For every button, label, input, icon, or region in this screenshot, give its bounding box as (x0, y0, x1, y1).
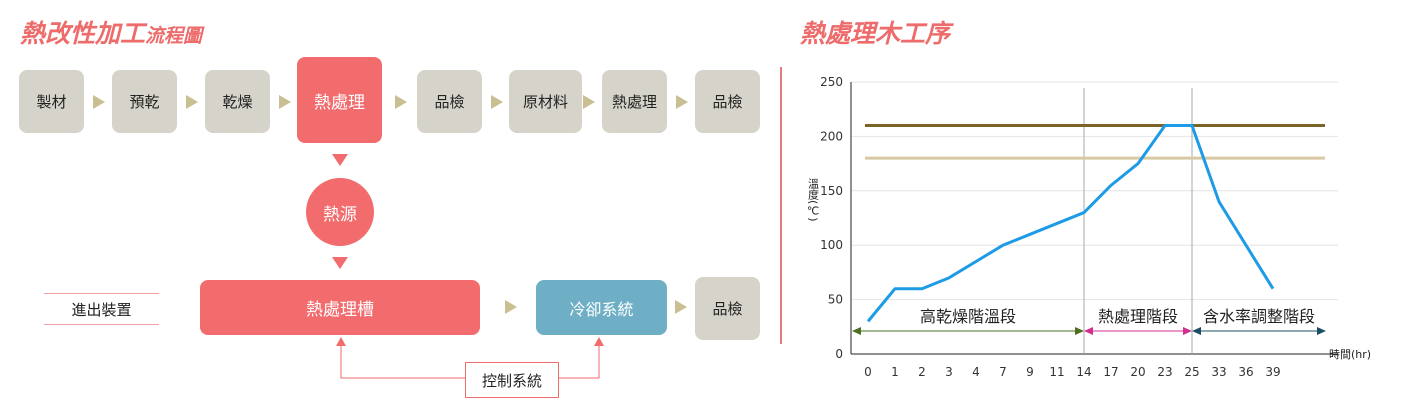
x-tick-label: 17 (1103, 365, 1118, 379)
step-inspection-2: 品檢 (695, 70, 760, 133)
x-tick-label: 3 (945, 365, 953, 379)
y-tick-label: 200 (820, 129, 843, 143)
x-tick-label: 2 (918, 365, 926, 379)
step-predrying: 預乾 (112, 70, 177, 133)
heat-source: 熱源 (306, 178, 374, 246)
final-inspection: 品檢 (695, 277, 760, 340)
control-connector-lines (336, 337, 604, 379)
phase-arrow-head-left (1084, 327, 1093, 335)
x-tick-label: 33 (1211, 365, 1226, 379)
x-tick-label: 36 (1238, 365, 1253, 379)
phase-label: 高乾燥階溫段 (920, 307, 1016, 326)
x-tick-label: 14 (1076, 365, 1091, 379)
phase-arrow-head-right (1317, 327, 1326, 335)
process-title: 熱處理木工序 (800, 19, 951, 48)
arrow-right-icon (583, 95, 595, 109)
arrow-right-icon (505, 300, 517, 314)
phase-label: 含水率調整階段 (1203, 307, 1315, 326)
y-tick-label: 100 (820, 238, 843, 252)
arrow-right-icon (93, 95, 105, 109)
arrow-right-icon (395, 95, 407, 109)
arrow-right-icon (675, 300, 687, 314)
step-raw-material: 原材料 (509, 70, 582, 133)
flow-title-main: 熱改性加工 (20, 19, 146, 48)
arrow-down-icon (332, 154, 348, 166)
arrow-right-icon (186, 95, 198, 109)
y-axis-label: 溫度(℃) (807, 177, 820, 222)
arrow-right-icon (676, 95, 688, 109)
step-sawing: 製材 (19, 70, 84, 133)
y-tick-label: 150 (820, 184, 843, 198)
feed-device-label: 進出裝置 (44, 293, 159, 325)
phase-arrow-head-left (852, 327, 861, 335)
control-system: 控制系統 (465, 362, 559, 398)
arrow-right-icon (491, 95, 503, 109)
phase-arrow-head-right (1183, 327, 1192, 335)
arrow-right-icon (279, 95, 291, 109)
x-tick-label: 7 (999, 365, 1007, 379)
treatment-tank: 熱處理槽 (200, 280, 480, 335)
x-axis-label: 時間(hr) (1329, 348, 1371, 361)
x-tick-label: 1 (891, 365, 899, 379)
step-heat-treatment: 熱處理 (297, 57, 382, 143)
phase-arrow-head-left (1192, 327, 1201, 335)
x-tick-label: 39 (1265, 365, 1280, 379)
series-line (866, 124, 1275, 323)
step-inspection: 品檢 (417, 70, 482, 133)
x-tick-label: 20 (1130, 365, 1145, 379)
x-tick-label: 23 (1157, 365, 1172, 379)
section-divider (780, 67, 782, 344)
x-tick-label: 11 (1049, 365, 1064, 379)
y-tick-label: 250 (820, 75, 843, 89)
x-tick-label: 9 (1026, 365, 1034, 379)
cooling-system: 冷卻系統 (536, 280, 667, 335)
y-tick-label: 50 (828, 293, 843, 307)
phase-label: 熱處理階段 (1098, 307, 1178, 326)
x-tick-label: 25 (1184, 365, 1199, 379)
x-tick-label: 0 (864, 365, 872, 379)
flow-title: 熱改性加工流程圖 (20, 14, 202, 50)
step-drying: 乾燥 (205, 70, 270, 133)
x-tick-label: 4 (972, 365, 980, 379)
phase-arrow-head-right (1075, 327, 1084, 335)
flow-title-sub: 流程圖 (145, 25, 203, 47)
step-heat-treatment-2: 熱處理 (602, 70, 667, 133)
y-tick-label: 0 (835, 347, 843, 361)
arrow-down-icon (332, 257, 348, 269)
